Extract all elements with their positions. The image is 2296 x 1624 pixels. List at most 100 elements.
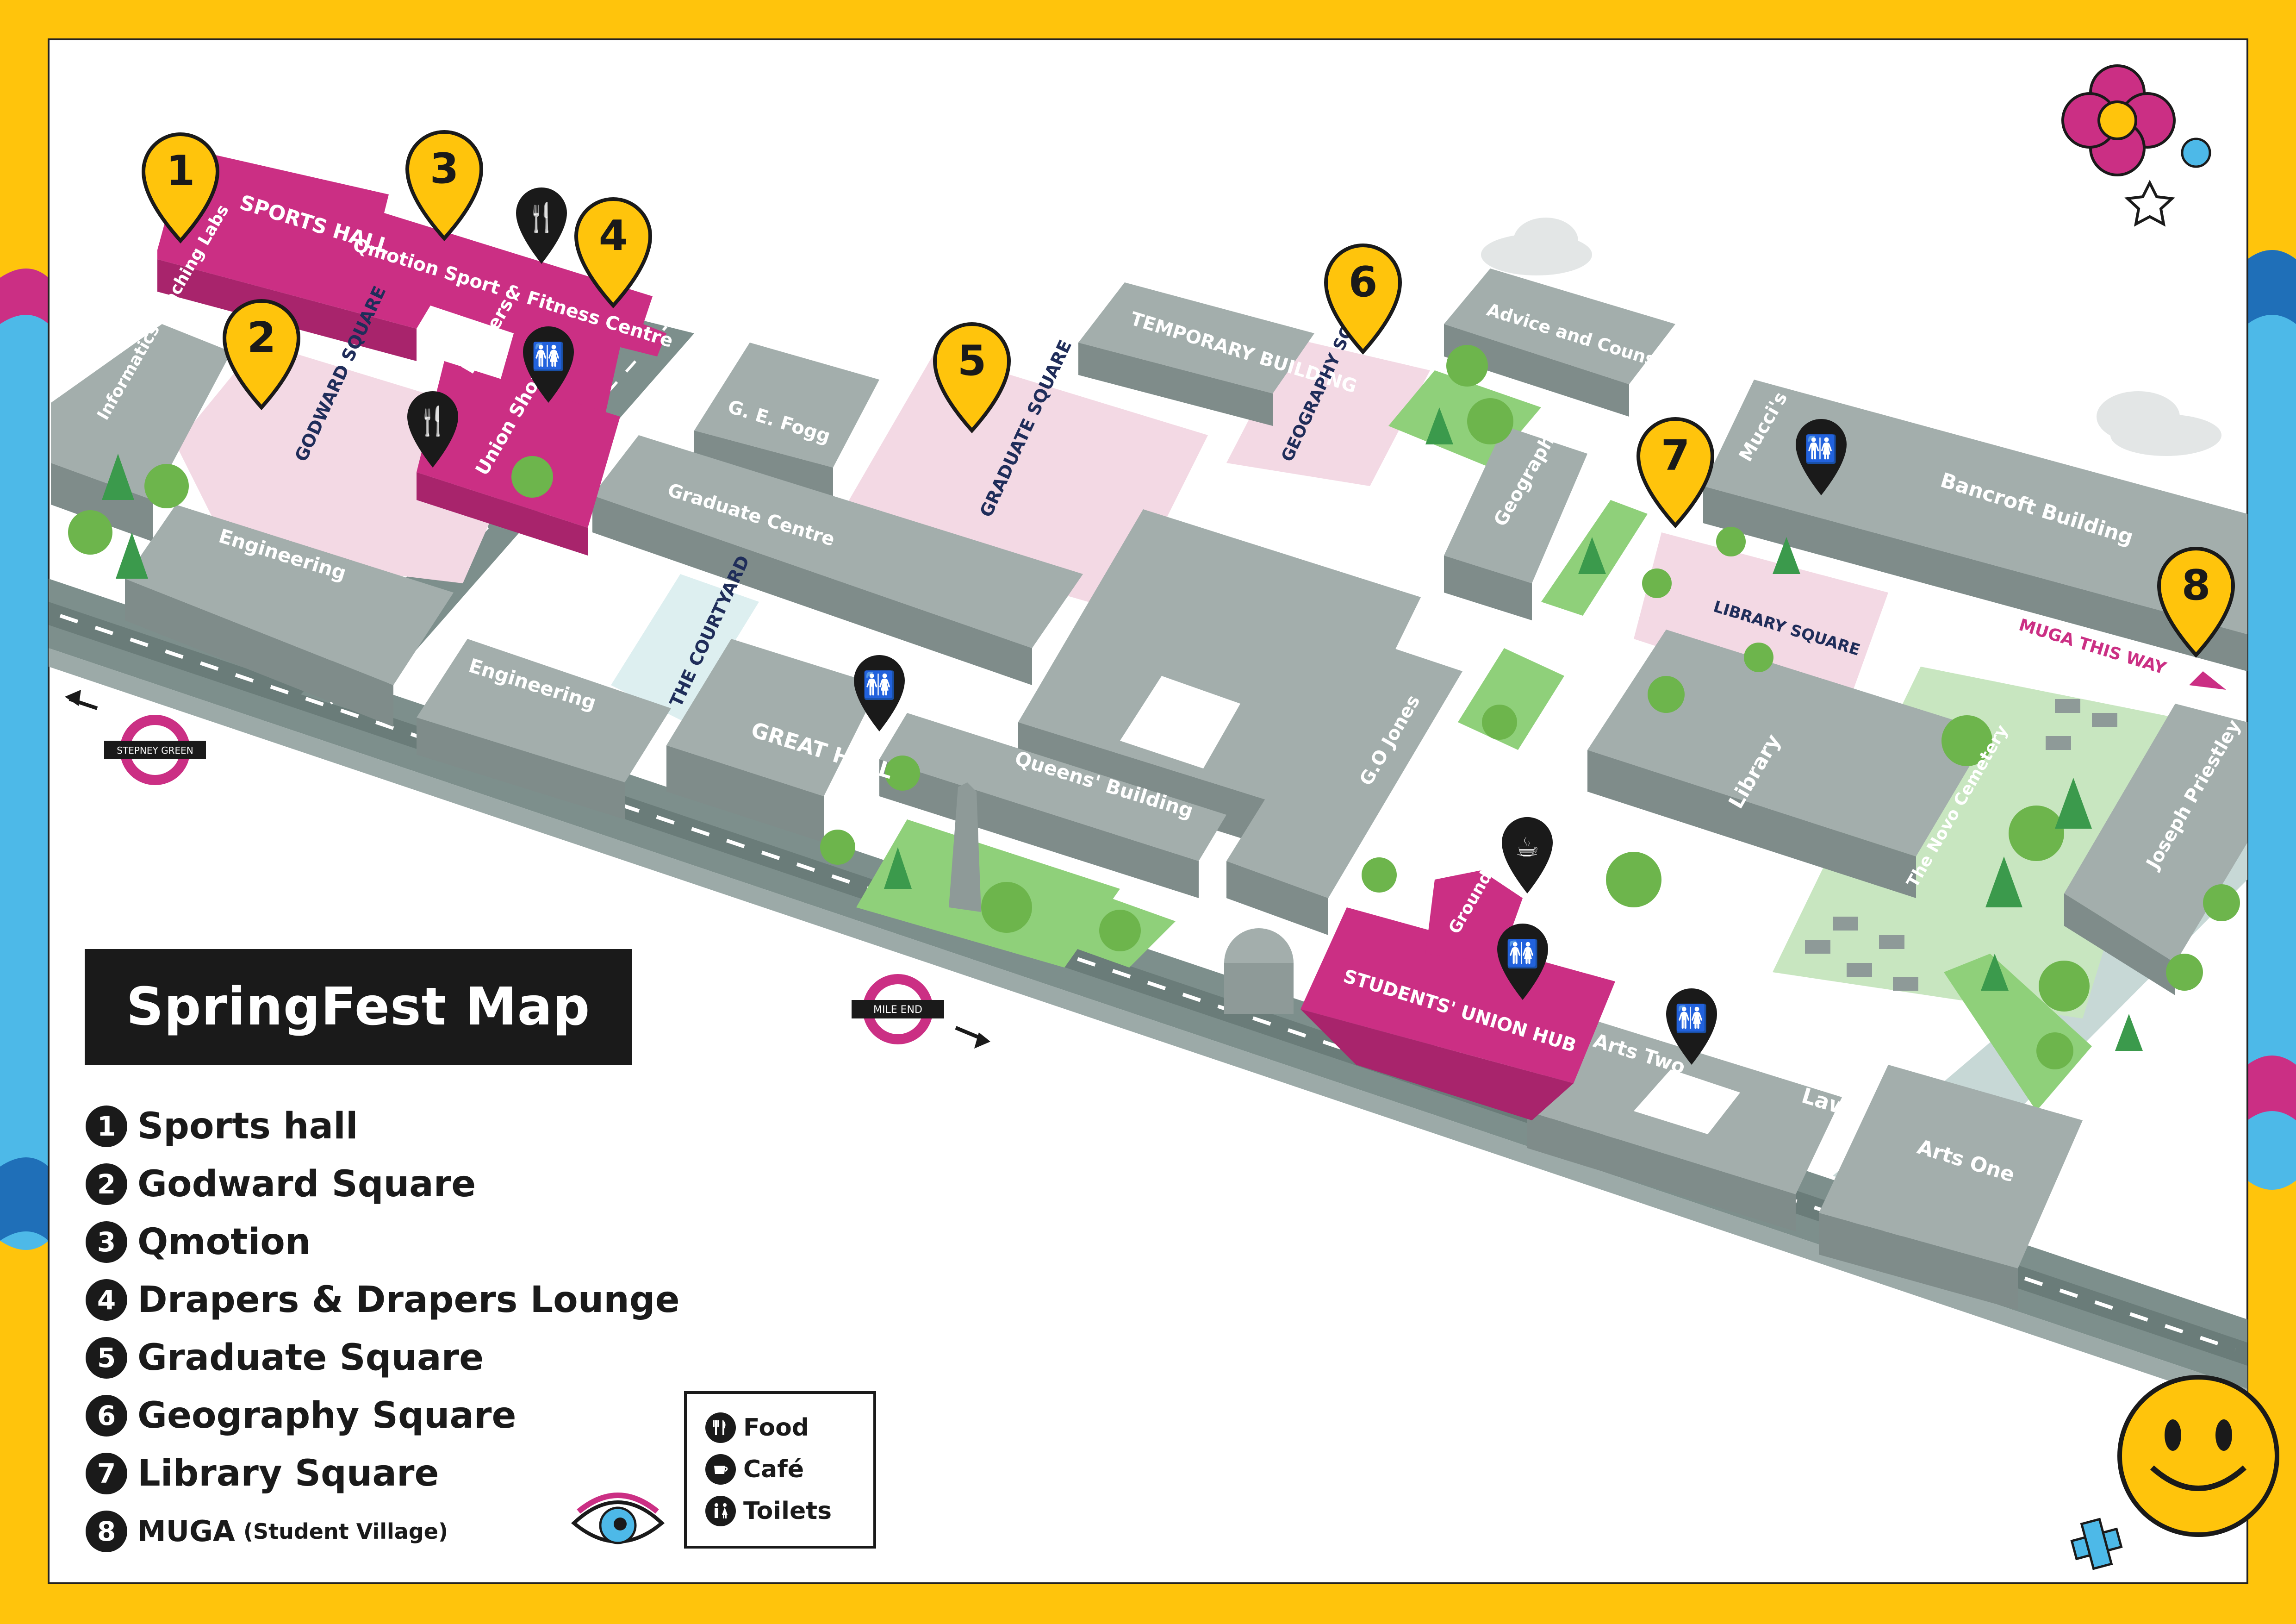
svg-text:🚻: 🚻	[1506, 938, 1539, 969]
food-icon: 🍴	[516, 187, 567, 264]
legend-number: 2	[86, 1163, 127, 1205]
svg-text:4: 4	[599, 212, 628, 260]
great-hall-building	[666, 639, 879, 843]
legend-number: 5	[86, 1337, 127, 1379]
flower-icon	[2061, 64, 2176, 176]
svg-text:🚻: 🚻	[1675, 1003, 1708, 1034]
food-icon: 🍴	[407, 391, 458, 468]
arts-two-building	[1527, 1014, 1842, 1231]
legend-label: Geography Square	[137, 1394, 516, 1437]
border-waves	[0, 250, 2296, 1250]
library-building	[1587, 630, 1990, 898]
numbered-markers: 1 2 3 4 5 6 7 8	[141, 130, 2235, 658]
marker-7: 7	[1636, 417, 1715, 529]
label-mile-end: MILE END	[873, 1004, 922, 1016]
cloud-icon	[1481, 218, 2221, 456]
key-row-cafe: Café	[705, 1449, 873, 1490]
map-title-box: SpringFest Map	[85, 949, 632, 1065]
legend-number: 3	[86, 1221, 127, 1263]
marker-4: 4	[574, 197, 653, 309]
eye-icon	[571, 1493, 665, 1544]
marker-8: 8	[2157, 547, 2235, 658]
svg-text:7: 7	[1661, 431, 1690, 480]
legend-label: Godward Square	[137, 1163, 476, 1205]
toilets-icon: 🚻	[1497, 924, 1548, 1000]
joseph-priestley-building	[2064, 704, 2247, 995]
legend-label: Sports hall	[137, 1105, 358, 1147]
svg-text:☕: ☕	[1515, 831, 1539, 863]
svg-text:5: 5	[958, 337, 987, 385]
graduate-centre-building	[592, 435, 1083, 685]
library-square-area	[1634, 532, 1888, 708]
svg-text:🚻: 🚻	[863, 669, 896, 701]
tube-roundel-icon: MILE END	[852, 974, 990, 1049]
svg-text:2: 2	[247, 313, 276, 362]
cafe-icon	[705, 1454, 736, 1485]
dot-decoration	[2181, 137, 2211, 168]
svg-text:6: 6	[1349, 258, 1378, 306]
key-food-label: Food	[743, 1414, 809, 1442]
courtyard-area	[611, 574, 759, 722]
small-dome	[1224, 928, 1294, 1014]
legend-label: MUGA	[137, 1514, 235, 1548]
key-row-food: Food	[705, 1407, 873, 1449]
cemetery-graves	[1805, 699, 2117, 991]
svg-text:🍴: 🍴	[524, 201, 559, 234]
food-icon	[705, 1412, 736, 1443]
engineering-building-1	[125, 505, 454, 727]
legend-number: 1	[86, 1105, 127, 1147]
arts-one-building	[1819, 1065, 2083, 1310]
label-stepney-green: STEPNEY GREEN	[117, 745, 193, 756]
smiley-icon	[2117, 1375, 2279, 1537]
ge-fogg-building	[694, 343, 879, 500]
legend-number: 6	[86, 1394, 127, 1437]
tube-roundel-icon: STEPNEY GREEN	[65, 690, 206, 785]
su-hub-building	[1300, 870, 1615, 1120]
go-jones-building	[1226, 639, 1462, 935]
legend-label: Qmotion	[137, 1221, 311, 1263]
informatics-building	[51, 324, 231, 542]
icon-key: Food Café Toilets	[684, 1391, 876, 1549]
toilets-icon: 🚻	[1666, 988, 1717, 1065]
advice-building	[1444, 269, 1675, 417]
marker-6: 6	[1324, 244, 1402, 355]
cafe-icon: ☕	[1502, 817, 1553, 893]
legend-number: 8	[86, 1510, 127, 1552]
map-title: SpringFest Map	[126, 977, 591, 1037]
obelisk	[949, 782, 981, 912]
trees	[68, 345, 2240, 1069]
svg-text:8: 8	[2182, 561, 2211, 610]
svg-text:3: 3	[430, 144, 459, 193]
svg-text:🚻: 🚻	[532, 341, 565, 372]
marker-5: 5	[933, 322, 1011, 434]
legend-label: Drapers & Drapers Lounge	[137, 1279, 680, 1321]
temporary-building	[1078, 282, 1314, 426]
svg-text:🍴: 🍴	[416, 405, 450, 437]
toilets-icon: 🚻	[1796, 419, 1847, 495]
star-icon	[2124, 180, 2175, 227]
legend-number: 7	[86, 1452, 127, 1494]
marker-1: 1	[141, 132, 220, 244]
legend-number: 4	[86, 1279, 127, 1321]
geography-building	[1444, 426, 1587, 620]
legend-label: Library Square	[137, 1452, 439, 1494]
key-cafe-label: Café	[743, 1455, 804, 1483]
pine-trees	[102, 407, 2143, 1051]
marker-3: 3	[405, 130, 484, 242]
toilets-icon	[705, 1496, 736, 1526]
toilets-icon: 🚻	[523, 326, 574, 403]
svg-text:🚻: 🚻	[1804, 433, 1838, 465]
key-row-toilets: Toilets	[705, 1490, 873, 1532]
svg-text:1: 1	[166, 147, 195, 195]
